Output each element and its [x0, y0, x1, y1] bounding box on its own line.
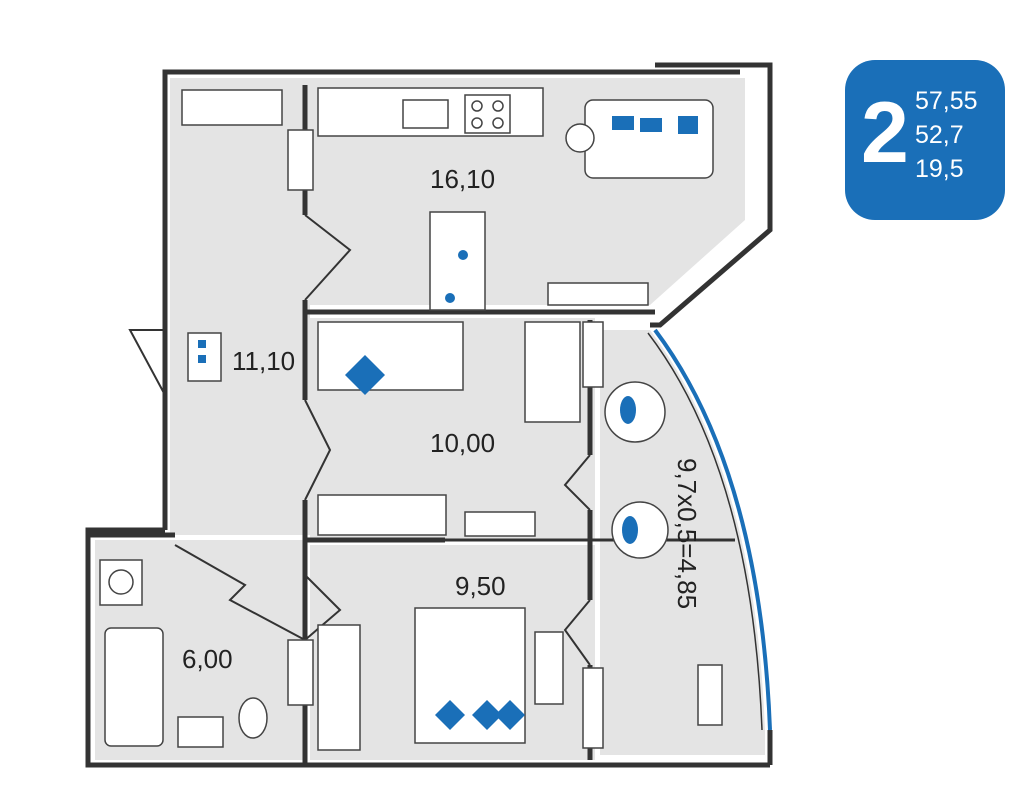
bed-1	[317, 321, 464, 391]
wardrobe-bedroom-2	[317, 624, 361, 751]
sofa-icon	[584, 99, 714, 179]
room-area-bedroom-2: 9,50	[455, 571, 506, 601]
desk	[524, 321, 581, 423]
room-area-hall: 11,10	[232, 346, 295, 376]
room-area-balcony: 9,7x0,5=4,85	[672, 458, 702, 609]
exercise-bike	[697, 664, 723, 726]
room-area-bedroom-1: 10,00	[430, 428, 495, 458]
apartment-badge: 2 57,55 52,7 19,5	[845, 60, 1005, 220]
sink	[177, 716, 224, 748]
balcony-glazing	[653, 328, 772, 731]
dining-table	[429, 211, 486, 311]
wardrobe-hall	[181, 89, 283, 126]
room-area-kitchen: 16,10	[430, 164, 495, 194]
wardrobe-bedroom-1	[317, 494, 447, 536]
room-area-bathroom: 6,00	[182, 644, 233, 674]
doors	[128, 214, 591, 666]
accent-pillows	[198, 116, 698, 730]
stove-icon	[464, 94, 511, 134]
area-list: 57,55 52,7 19,5	[915, 84, 978, 186]
toilet	[238, 697, 268, 739]
living-area: 52,7	[915, 121, 964, 149]
room-count: 2	[861, 85, 909, 181]
bathtub	[104, 627, 164, 747]
kitchen-area: 19,5	[915, 155, 964, 183]
armchair-2	[611, 501, 669, 559]
total-area: 57,55	[915, 87, 978, 115]
